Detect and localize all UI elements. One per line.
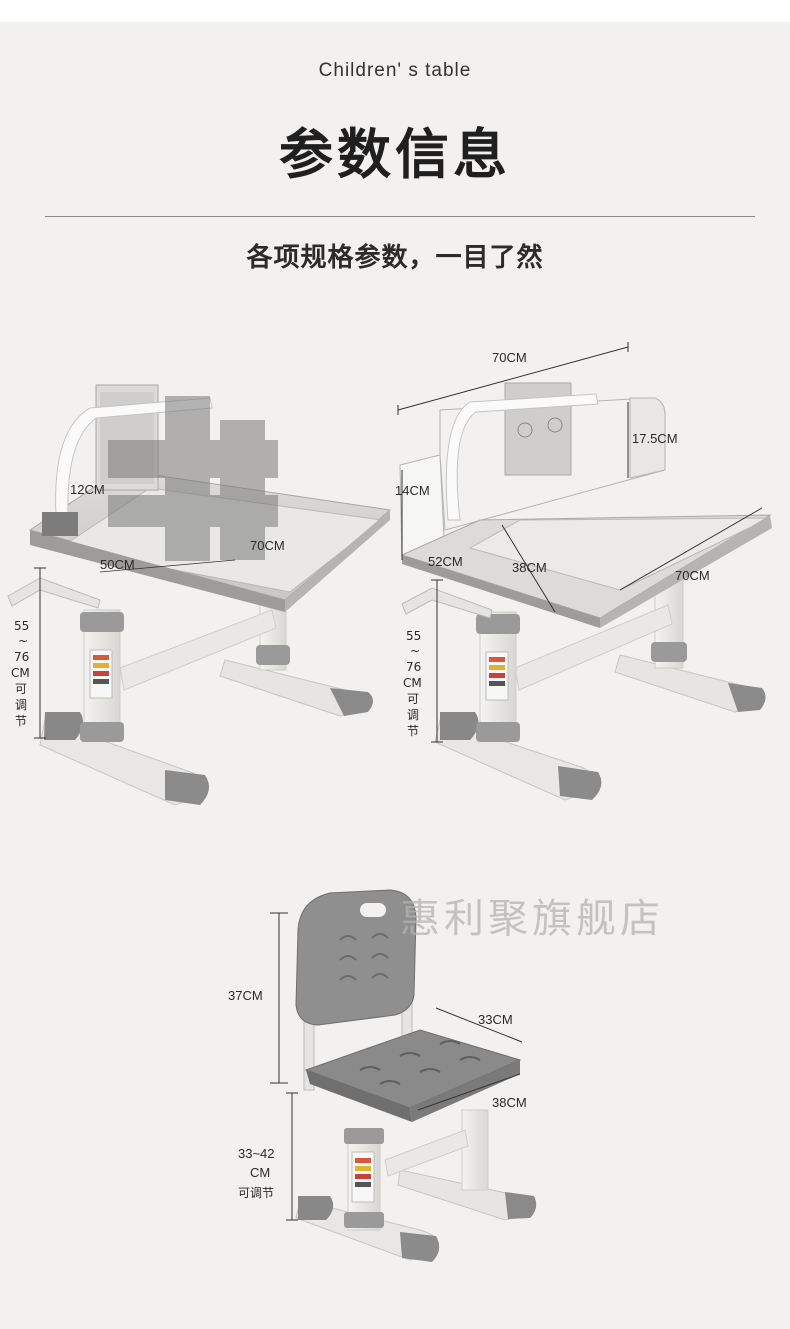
left-adjust-char-3: 节 [15, 714, 27, 728]
divider [45, 216, 755, 217]
dim-left-width-front: 50CM [100, 557, 135, 572]
chair-adjustable: 可调节 [238, 1186, 274, 1200]
dim-chair-back-height: 37CM [228, 988, 263, 1003]
dim-left-width-side: 70CM [250, 538, 285, 553]
dim-right-desk-width: 70CM [675, 568, 710, 583]
desk-right-illustration [397, 342, 772, 801]
dim-right-tilt-board: 38CM [512, 560, 547, 575]
dim-chair-seat-depth: 38CM [492, 1095, 527, 1110]
right-height-bottom: 76 [406, 660, 421, 674]
english-subtitle: Children' s table [318, 60, 472, 81]
right-height-top: 55 [406, 629, 421, 643]
right-height-unit: CM [403, 676, 422, 690]
dim-left-depth: 12CM [70, 482, 105, 497]
dim-right-desk-depth: 52CM [428, 554, 463, 569]
right-adjust-char-1: 可 [407, 692, 419, 706]
chair-height-unit: CM [250, 1165, 270, 1180]
chair-illustration [270, 889, 537, 1262]
tagline: 各项规格参数，一目了然 [246, 243, 544, 273]
desk-left-illustration [7, 384, 392, 806]
chair-height-range: 33~42 [238, 1146, 275, 1161]
right-height-sep: ~ [410, 644, 420, 658]
left-adjust-char-2: 调 [15, 698, 27, 712]
dim-chair-seat-width: 33CM [478, 1012, 513, 1027]
dim-right-shelf-height: 17.5CM [632, 431, 678, 446]
left-height-sep: ~ [18, 634, 28, 648]
right-adjust-char-3: 节 [407, 724, 419, 738]
right-adjust-char-2: 调 [407, 708, 419, 722]
left-height-top: 55 [14, 619, 29, 633]
store-watermark: 惠利聚旗舰店 [400, 896, 664, 942]
left-height-unit: CM [11, 666, 30, 680]
left-height-bottom: 76 [14, 650, 29, 664]
dim-right-total-width: 70CM [492, 350, 527, 365]
page-title: 参数信息 [279, 123, 511, 186]
left-adjust-char-1: 可 [15, 682, 27, 696]
top-strip [0, 0, 790, 22]
dim-right-shelf-depth: 14CM [395, 483, 430, 498]
